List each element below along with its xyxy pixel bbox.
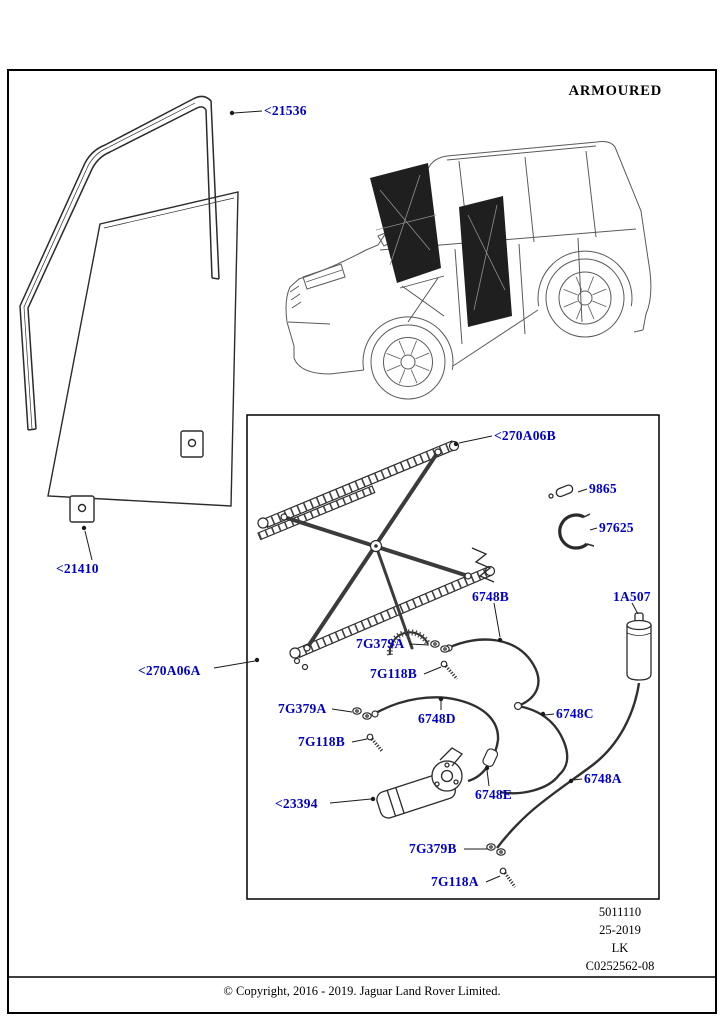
callout-7G379B: 7G379B — [409, 841, 457, 856]
page-border-frame — [7, 69, 717, 1014]
washers-7G379A-1 — [430, 640, 450, 653]
callout-21536[interactable]: <21536 — [264, 103, 307, 118]
part-9865-drawing — [548, 484, 574, 499]
detail-box — [246, 414, 660, 900]
callout-270A06A[interactable]: <270A06A — [138, 663, 201, 678]
callout-97625: 97625 — [599, 520, 634, 535]
callout-6748E: 6748E — [475, 787, 513, 802]
callout-6748A: 6748A — [584, 771, 622, 786]
callout-9865: 9865 — [589, 481, 617, 496]
callout-7G118B-2: 7G118B — [298, 734, 345, 749]
washers-7G379A-2 — [352, 707, 372, 720]
regulator-assembly-drawing — [257, 440, 496, 671]
callout-6748C: 6748C — [556, 706, 594, 721]
market-code: LK — [611, 941, 629, 955]
callout-21410[interactable]: <21410 — [56, 561, 99, 576]
reference-code: C0252562-08 — [585, 959, 655, 973]
vehicle-drawing — [285, 141, 652, 400]
washers-7G379B — [486, 843, 506, 856]
callout-7G118A: 7G118A — [431, 874, 479, 889]
callout-7G118B-1: 7G118B — [370, 666, 417, 681]
drawing-number: 5011110 — [598, 905, 642, 919]
callout-23394[interactable]: <23394 — [275, 796, 318, 811]
issue-number: 25-2019 — [599, 923, 641, 937]
copyright-notice: © Copyright, 2016 - 2019. Jaguar Land Ro… — [223, 984, 501, 998]
bolt-7G118A — [499, 867, 517, 888]
door-glass-drawing — [47, 191, 239, 523]
callout-270A06B[interactable]: <270A06B — [494, 428, 556, 443]
part-97625-drawing — [558, 513, 595, 550]
front-wheel — [370, 324, 446, 400]
bolt-7G118B-1 — [440, 660, 459, 681]
armoured-glass-rear — [459, 196, 512, 327]
leader-lines — [81, 110, 639, 883]
rear-wheel — [545, 258, 625, 338]
cables-drawing — [371, 638, 641, 849]
callout-6748B: 6748B — [472, 589, 510, 604]
callout-7G379A-1: 7G379A — [356, 636, 405, 651]
armoured-glass-front — [370, 163, 445, 323]
bolt-7G118B-2 — [366, 733, 384, 753]
callout-6748D: 6748D — [418, 711, 456, 726]
motor-drawing — [376, 747, 463, 819]
callout-7G379A-2: 7G379A — [278, 701, 327, 716]
armoured-heading: ARMOURED — [568, 83, 662, 99]
callout-1A507: 1A507 — [613, 589, 651, 604]
document-info-block: 5011110 25-2019 LK C0252562-08 — [545, 903, 695, 975]
part-1A507-drawing — [626, 612, 652, 681]
door-seal-drawing — [19, 95, 220, 431]
